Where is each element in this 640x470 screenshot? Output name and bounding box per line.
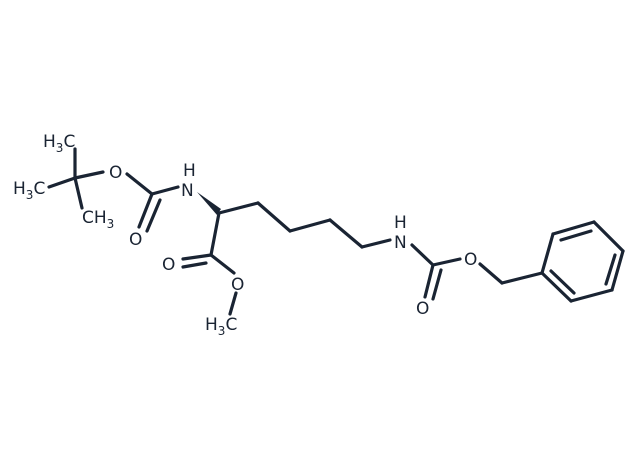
bond: [423, 263, 435, 299]
bond: [181, 253, 213, 261]
bond: [47, 176, 77, 189]
bond: [410, 243, 435, 267]
bond: [228, 291, 238, 316]
bond: [478, 262, 504, 285]
bond: [288, 218, 332, 233]
bond: [217, 201, 260, 215]
oxygen-label: O: [464, 250, 477, 270]
oxygen-label: O: [231, 275, 244, 295]
bond: [209, 253, 236, 275]
nitrogen-label: N: [181, 181, 194, 201]
methyl-label: H3C: [13, 179, 45, 202]
bond: [500, 271, 544, 285]
phenyl-ring: [540, 220, 625, 303]
methyl-label: CH3: [82, 208, 114, 231]
bond: [150, 185, 180, 196]
bond: [73, 176, 84, 210]
bond: [137, 192, 154, 229]
bond: [360, 238, 392, 249]
oxygen-label: O: [129, 230, 142, 250]
hydrogen-label: H: [394, 213, 407, 233]
bond: [145, 198, 162, 233]
methyl-label: H3C: [205, 315, 237, 338]
bond: [181, 261, 208, 269]
bond: [431, 268, 443, 301]
hydrogen-label: H: [183, 161, 196, 181]
bond: [256, 201, 292, 233]
methyl-label: H3C: [43, 132, 75, 155]
bond: [328, 218, 364, 249]
bond: [431, 257, 462, 267]
bond: [125, 172, 154, 196]
nitrogen-label: N: [394, 233, 407, 253]
oxygen-label: O: [416, 299, 429, 319]
oxygen-label: O: [162, 255, 175, 275]
bond: [73, 170, 105, 180]
bond: [209, 211, 221, 257]
wedge-bond: [197, 192, 221, 215]
oxygen-label: O: [109, 163, 122, 183]
